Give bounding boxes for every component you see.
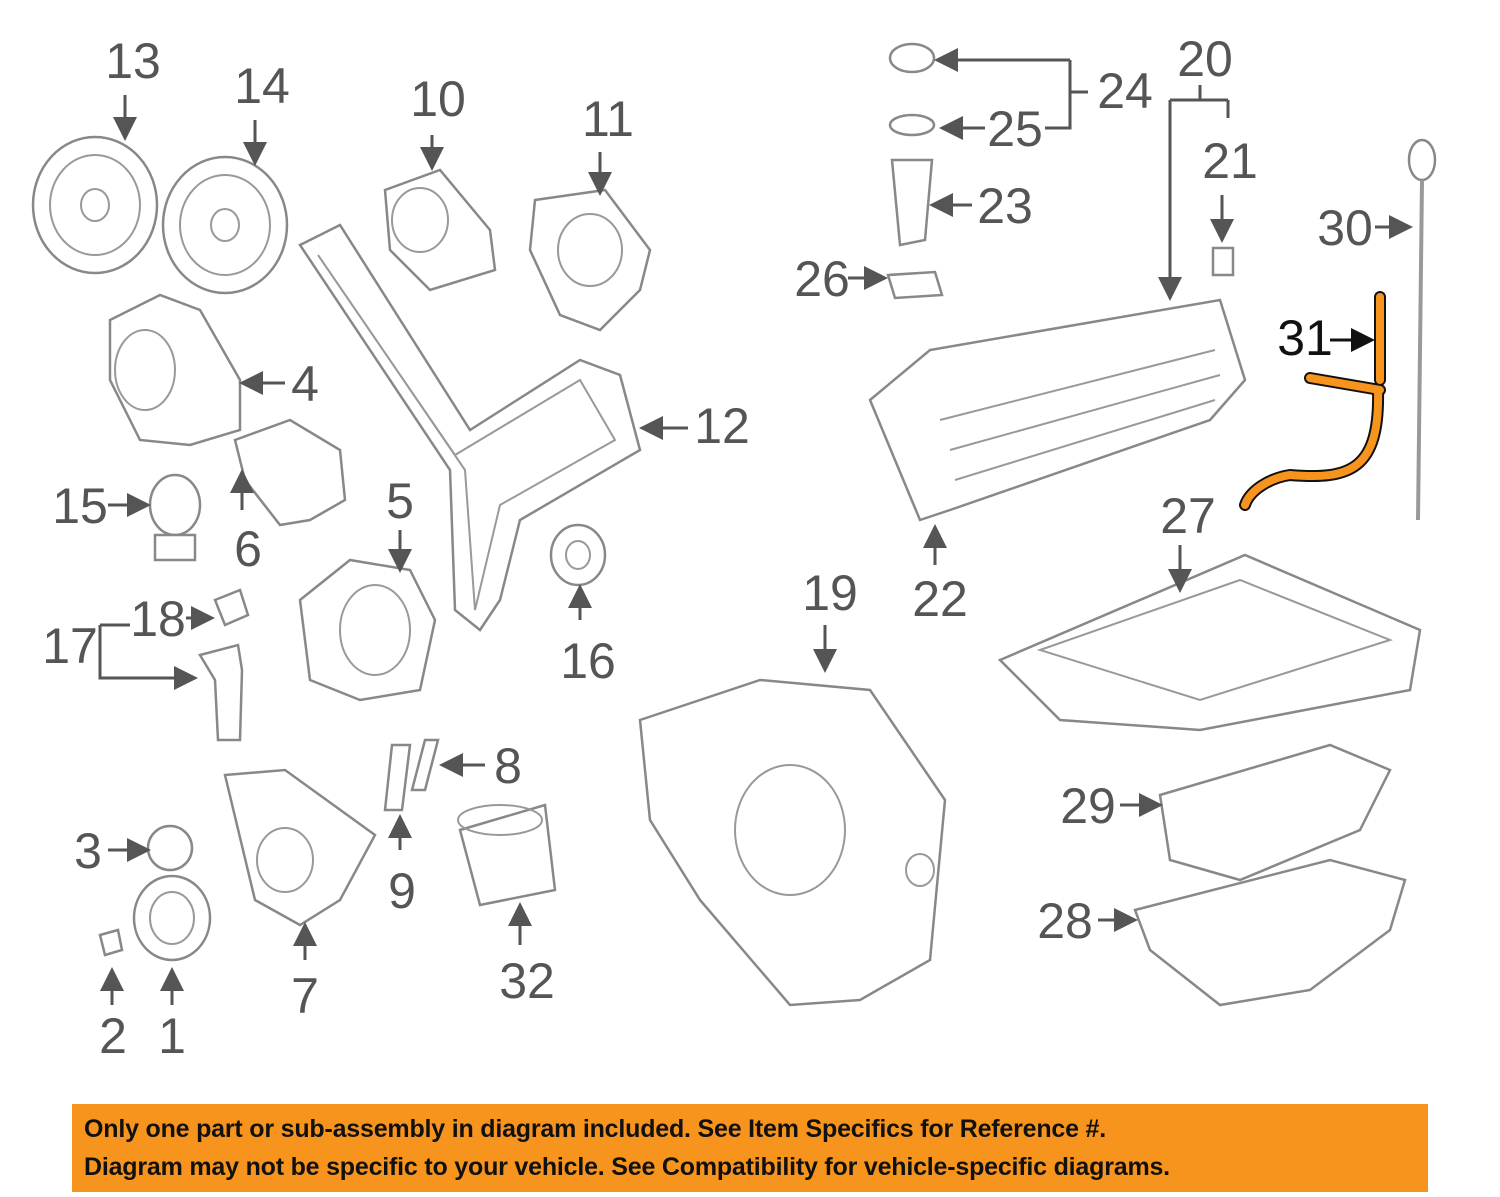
part-6-bracket <box>233 418 347 527</box>
callout-19: 19 <box>802 565 858 621</box>
callout-9: 9 <box>388 863 416 919</box>
part-18-sensor <box>213 588 250 627</box>
callout-30: 30 <box>1317 200 1373 256</box>
callout-13: 13 <box>105 33 161 89</box>
part-29-baffle <box>1158 743 1392 882</box>
part-16-bearing <box>549 523 607 587</box>
part-25-gasket <box>888 113 936 137</box>
part-13-camshaft-pulley <box>31 135 159 275</box>
part-1-crank-pulley <box>132 874 212 962</box>
part-3-gear <box>146 824 194 872</box>
callout-15: 15 <box>52 478 108 534</box>
callout-26: 26 <box>794 251 850 307</box>
part-30-dipstick <box>1407 138 1437 521</box>
part-32-oil-filter <box>457 803 557 907</box>
part-21-grommet <box>1211 246 1235 277</box>
callout-25: 25 <box>987 101 1043 157</box>
part-8-9-seals <box>383 738 440 812</box>
callout-31-highlighted: 31 <box>1277 310 1333 366</box>
callout-11: 11 <box>582 91 634 147</box>
part-19-engine-block-cover <box>638 678 947 1007</box>
callout-3: 3 <box>74 823 102 879</box>
part-5-water-pump <box>298 558 437 702</box>
part-24-oil-cap <box>888 42 936 74</box>
callout-21: 21 <box>1202 133 1258 189</box>
callout-24: 24 <box>1097 63 1153 119</box>
part-17-sensor <box>198 643 244 742</box>
callout-29: 29 <box>1060 778 1116 834</box>
callout-5: 5 <box>386 473 414 529</box>
callout-4: 4 <box>291 356 319 412</box>
callout-7: 7 <box>291 968 319 1024</box>
part-20-valve-cover <box>868 298 1247 522</box>
callout-16: 16 <box>560 633 616 689</box>
part-2-bolt <box>98 928 124 957</box>
part-12-timing-belt <box>298 223 642 632</box>
callout-12: 12 <box>694 398 750 454</box>
leader-lines <box>98 48 1413 1005</box>
callout-8: 8 <box>494 738 522 794</box>
part-28-lower-oil-pan <box>1133 858 1407 1007</box>
callout-22: 22 <box>912 571 968 627</box>
callout-14: 14 <box>234 58 290 114</box>
callout-17: 17 <box>42 618 98 674</box>
disclaimer-banner: Only one part or sub-assembly in diagram… <box>72 1104 1428 1192</box>
callout-20: 20 <box>1177 31 1233 87</box>
part-23-filler-neck <box>890 158 934 247</box>
callout-1: 1 <box>158 1008 186 1064</box>
callout-6: 6 <box>234 521 262 577</box>
callout-32: 32 <box>499 953 555 1009</box>
part-31-dipstick-tube[interactable] <box>1239 291 1386 511</box>
disclaimer-line-1: Only one part or sub-assembly in diagram… <box>84 1115 1107 1143</box>
part-26-gasket <box>886 270 944 300</box>
callout-18: 18 <box>130 591 186 647</box>
callout-23: 23 <box>977 178 1033 234</box>
callout-10: 10 <box>410 71 466 127</box>
part-27-oil-pan <box>997 553 1422 732</box>
callout-28: 28 <box>1037 893 1093 949</box>
callout-2: 2 <box>99 1008 127 1064</box>
part-15-idler <box>148 473 202 562</box>
part-10-cover <box>383 168 497 292</box>
callout-27: 27 <box>1160 488 1216 544</box>
part-4-timing-cover <box>108 293 242 447</box>
part-14-camshaft-pulley <box>161 155 289 295</box>
disclaimer-line-2: Diagram may not be specific to your vehi… <box>84 1153 1170 1181</box>
part-11-cover <box>528 188 652 332</box>
part-7-cover <box>223 768 377 927</box>
